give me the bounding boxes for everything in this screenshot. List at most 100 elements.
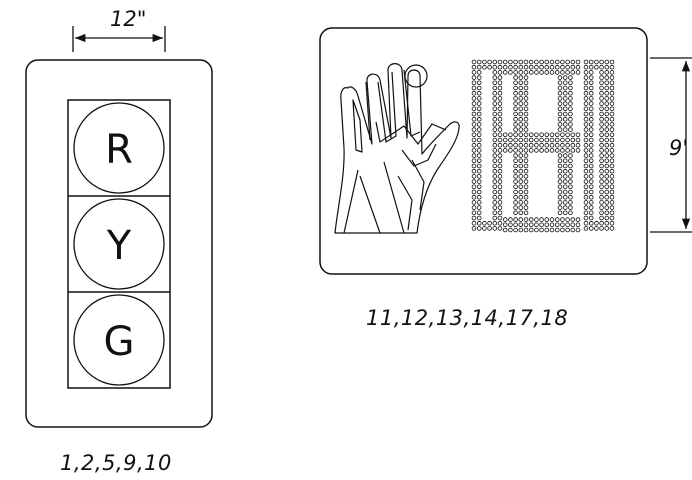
matrix-dot bbox=[568, 210, 573, 216]
matrix-dot bbox=[609, 111, 615, 117]
matrix-dot bbox=[518, 189, 524, 195]
matrix-dot bbox=[471, 215, 477, 221]
matrix-dot bbox=[557, 85, 563, 91]
matrix-dot bbox=[518, 179, 524, 184]
matrix-dot bbox=[518, 137, 524, 143]
matrix-dot bbox=[604, 85, 610, 91]
matrix-dot bbox=[583, 116, 589, 122]
matrix-dot bbox=[609, 148, 615, 153]
matrix-dot bbox=[502, 217, 508, 222]
matrix-dot bbox=[588, 194, 594, 200]
height-label: 9' bbox=[669, 136, 688, 160]
matrix-dot bbox=[609, 194, 615, 200]
matrix-dot bbox=[518, 70, 524, 75]
matrix-dot bbox=[502, 142, 508, 148]
matrix-dot bbox=[528, 64, 534, 70]
matrix-dot bbox=[476, 106, 482, 112]
matrix-dot bbox=[534, 132, 539, 138]
matrix-dot bbox=[492, 179, 498, 184]
matrix-dot bbox=[560, 137, 565, 143]
matrix-dot bbox=[565, 222, 570, 228]
matrix-dot bbox=[513, 200, 518, 205]
matrix-dot bbox=[476, 137, 482, 143]
matrix-dot bbox=[534, 217, 539, 222]
matrix-dot bbox=[568, 205, 573, 210]
matrix-dot bbox=[557, 184, 563, 190]
matrix-dot bbox=[549, 64, 555, 70]
matrix-dot bbox=[502, 70, 508, 75]
matrix-dot bbox=[492, 184, 498, 190]
matrix-dot bbox=[523, 168, 529, 174]
matrix-dot bbox=[570, 64, 576, 70]
matrix-dot bbox=[568, 96, 573, 101]
matrix-dot bbox=[568, 194, 573, 200]
matrix-dot bbox=[492, 122, 498, 127]
matrix-dot bbox=[518, 194, 524, 200]
matrix-dot bbox=[471, 70, 477, 75]
matrix-dot bbox=[609, 122, 615, 127]
matrix-dot bbox=[588, 215, 594, 221]
matrix-dot bbox=[523, 132, 529, 138]
matrix-dot bbox=[492, 116, 498, 122]
matrix-dot bbox=[497, 90, 503, 96]
matrix-dot bbox=[518, 90, 524, 96]
matrix-dot bbox=[554, 64, 560, 70]
matrix-dot bbox=[513, 101, 518, 106]
matrix-dot bbox=[497, 75, 503, 80]
matrix-dot bbox=[562, 111, 568, 117]
matrix-dot bbox=[476, 59, 482, 65]
matrix-dot bbox=[604, 132, 610, 138]
matrix-dot bbox=[588, 85, 594, 91]
matrix-dot bbox=[609, 101, 615, 106]
matrix-dot bbox=[497, 85, 503, 91]
matrix-dot bbox=[568, 80, 573, 86]
matrix-dot bbox=[518, 200, 524, 205]
matrix-dot bbox=[502, 137, 508, 143]
matrix-dot bbox=[565, 64, 570, 70]
matrix-dot bbox=[518, 168, 524, 174]
matrix-dot bbox=[565, 137, 570, 143]
matrix-dot bbox=[575, 137, 581, 143]
matrix-dot bbox=[588, 70, 594, 75]
matrix-dot bbox=[513, 116, 518, 122]
matrix-dot bbox=[588, 127, 594, 132]
red-lamp bbox=[73, 102, 165, 194]
matrix-dot bbox=[557, 158, 563, 164]
matrix-dot bbox=[560, 132, 565, 138]
width-label: 12" bbox=[110, 7, 146, 31]
matrix-dot bbox=[497, 132, 503, 138]
matrix-dot bbox=[497, 64, 503, 70]
matrix-dot bbox=[471, 226, 477, 231]
matrix-dot bbox=[513, 217, 518, 222]
matrix-dot bbox=[523, 90, 529, 96]
matrix-dot bbox=[513, 64, 518, 70]
matrix-dot bbox=[562, 127, 568, 132]
matrix-dot bbox=[562, 75, 568, 80]
matrix-dot bbox=[557, 174, 563, 179]
matrix-dot bbox=[471, 220, 477, 226]
matrix-dot bbox=[588, 168, 594, 174]
matrix-dot bbox=[518, 59, 524, 65]
matrix-dot bbox=[471, 163, 477, 169]
matrix-dot bbox=[562, 163, 568, 169]
matrix-dot bbox=[562, 153, 568, 158]
matrix-dot bbox=[588, 64, 594, 70]
matrix-dot bbox=[492, 194, 498, 200]
matrix-dot bbox=[583, 168, 589, 174]
matrix-dot bbox=[562, 174, 568, 179]
matrix-dot bbox=[518, 148, 524, 153]
signal-head: 12" R Y G 1,2,5,9,10 bbox=[25, 7, 213, 475]
matrix-dot bbox=[568, 184, 573, 190]
matrix-dot bbox=[554, 59, 560, 65]
matrix-dot bbox=[544, 64, 550, 70]
matrix-dot bbox=[513, 142, 518, 148]
matrix-dot bbox=[549, 70, 555, 75]
matrix-dot bbox=[575, 59, 581, 65]
matrix-dot bbox=[562, 168, 568, 174]
matrix-dot bbox=[604, 111, 610, 117]
matrix-dot bbox=[588, 90, 594, 96]
matrix-dot bbox=[609, 70, 615, 75]
matrix-dot bbox=[534, 222, 539, 228]
matrix-dot bbox=[497, 158, 503, 164]
matrix-dot bbox=[594, 59, 599, 65]
